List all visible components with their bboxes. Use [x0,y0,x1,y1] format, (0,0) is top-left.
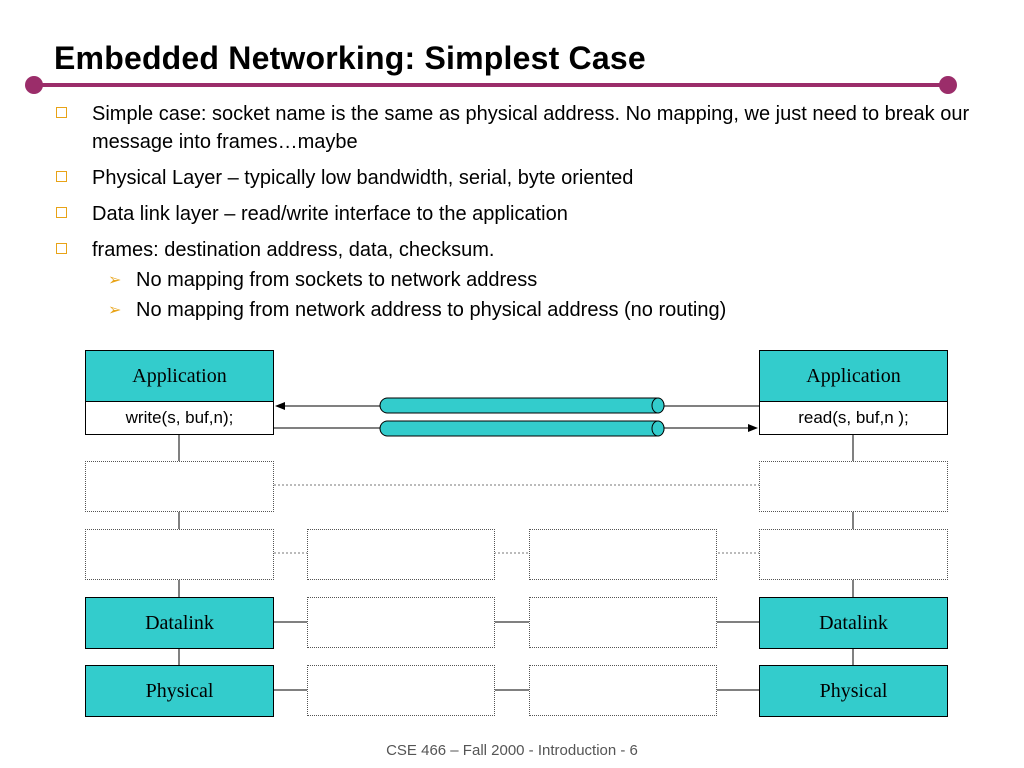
bullet-text: Physical Layer – typically low bandwidth… [92,167,634,189]
slide-footer: CSE 466 – Fall 2000 - Introduction - 6 [386,742,638,759]
bullet-item: frames: destination address, data, check… [54,236,984,264]
left-application-box: Application [85,350,274,402]
bullet-text: frames: destination address, data, check… [92,239,495,261]
title-rule-left-dot [25,76,43,94]
right-read-call-box: read(s, buf,n ); [759,401,948,435]
upper-pipe-end [651,397,665,414]
sub-bullet-item: ➢ No mapping from sockets to network add… [54,266,984,294]
bullet-item: Simple case: socket name is the same as … [54,100,984,156]
bullet-item: Physical Layer – typically low bandwidth… [54,164,984,192]
right-empty-layer-box [759,461,948,512]
upper-pipe [379,397,665,414]
left-empty-layer-box [85,529,274,580]
arrow-bullet-icon: ➢ [108,300,122,319]
middle-empty-box [307,665,495,716]
sub-bullet-item: ➢ No mapping from network address to phy… [54,296,984,324]
right-application-box: Application [759,350,948,402]
title-rule-right-dot [939,76,957,94]
right-datalink-box: Datalink [759,597,948,649]
bullet-text: Data link layer – read/write interface t… [92,203,568,225]
bullet-item: Data link layer – read/write interface t… [54,200,984,228]
left-empty-layer-box [85,461,274,512]
bullet-square-icon [56,243,67,254]
lower-pipe-end [651,420,665,437]
sub-bullet-text: No mapping from sockets to network addre… [136,269,538,291]
title-rule [25,76,957,94]
sub-bullet-text: No mapping from network address to physi… [136,299,727,321]
left-datalink-box: Datalink [85,597,274,649]
bullet-text: Simple case: socket name is the same as … [92,103,970,153]
middle-empty-box [307,529,495,580]
bullet-list: Simple case: socket name is the same as … [54,100,984,324]
middle-empty-box [529,665,717,716]
right-physical-box: Physical [759,665,948,717]
bullet-square-icon [56,171,67,182]
right-empty-layer-box [759,529,948,580]
bullet-square-icon [56,107,67,118]
arrow-bullet-icon: ➢ [108,270,122,289]
left-physical-box: Physical [85,665,274,717]
middle-empty-box [529,529,717,580]
lower-pipe [379,420,665,437]
slide-title: Embedded Networking: Simplest Case [54,40,646,76]
middle-empty-box [529,597,717,648]
middle-empty-box [307,597,495,648]
bullet-square-icon [56,207,67,218]
left-write-call-box: write(s, buf,n); [85,401,274,435]
